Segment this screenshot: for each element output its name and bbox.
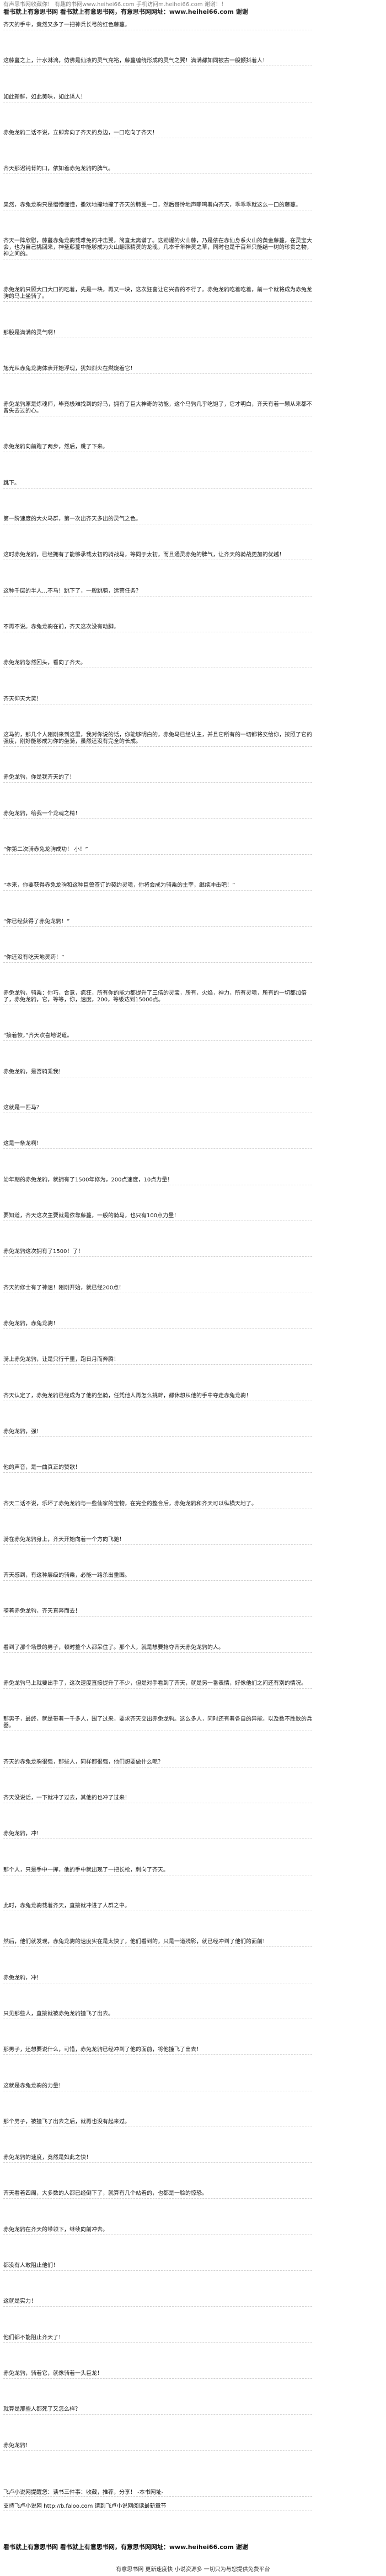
paragraph: 赤兔龙驹的速度，竟然是如此之快！: [3, 2155, 312, 2163]
paragraph: 赤兔龙驹向前跑了两步，然后，跳了下来。: [3, 444, 312, 453]
paragraph: 这是一条龙啊！: [3, 1141, 312, 1149]
paragraph: 跳下。: [3, 480, 312, 489]
paragraph: “本来，你要获得赤兔龙驹和这种巨兽签订的契约灵魂，你将会成为骑乘的主宰，继续冲击…: [3, 882, 312, 891]
paragraph: 赤兔龙驹这次拥有了1500！了！: [3, 1249, 312, 1257]
paragraph: 果然，赤兔龙驹只是懵懵懂懂，撒欢地撞地撞了齐天的肺翼一口，然后哥怜地声嘶鸣着向齐…: [3, 202, 312, 210]
paragraph: 那个人，只是手中一挥，他的手中就出现了一把长枪，刺向了齐天。: [3, 1867, 312, 1875]
paragraph: 赤兔龙驹，冲！: [3, 1975, 312, 1983]
paragraph: 骑着赤兔龙驹，齐天直奔而去！: [3, 1608, 312, 1617]
paragraph: 赤兔龙驹二话不说，立即奔向了齐天的身边，一口吃向了齐天！: [3, 130, 312, 138]
paragraph: 齐天认定了，赤兔龙驹已经成为了他的坐骑，任凭他人再怎么挑衅，都休想从他的手中夺走…: [3, 1393, 312, 1401]
paragraph: “你第二次骑赤兔龙驹成功！ 小！”: [3, 847, 312, 855]
paragraph: 此时，赤兔龙驹载着齐天，直接就冲进了人群之中。: [3, 1903, 312, 1911]
paragraph: 赤兔龙驹，冲！: [3, 1831, 312, 1840]
paragraph: 那男子，最终，就是带着一千多人，围了过来，要求齐天交出赤兔龙驹。这么多人，同时还…: [3, 1716, 312, 1732]
paragraph: 赤兔龙驹，强！: [3, 1429, 312, 1437]
footer-site-link[interactable]: 看书就上有意思书网 看书就上有意思书网，有意思书网网址：www.heihei66…: [3, 2544, 248, 2551]
paragraph: 赤兔龙驹只顾大口大口的吃着，先是一块，再又一块，这次狂喜让它兴奋的不行了。赤兔龙…: [3, 287, 312, 302]
paragraph: 这藤蔓之上，汁水淋漓，仿佛是仙液的灵气充裕，藤蔓缠绕形成的灵气之翼！满满都如同被…: [3, 58, 312, 67]
paragraph: 赤兔龙驹，赤兔龙驹！: [3, 1321, 312, 1329]
paragraph: 齐天的赤兔龙驹很强，那些人，同样都很强，他们想要做什么呢？: [3, 1759, 312, 1767]
paragraph: 赤兔龙驹忽然回头，看向了齐天。: [3, 660, 312, 669]
paragraph: 如此新鲜，如此美味，如此诱人！: [3, 94, 312, 102]
paragraph: 齐天的手中，竟然又多了一把神兵长弓的红色藤蔓。: [3, 22, 312, 30]
paragraph: 骑上赤兔龙驹，让是只行千里，跑日月而奔腾！: [3, 1357, 312, 1365]
paragraph: 骑在赤兔龙驹身上，齐天开始向着一个方向飞驰！: [3, 1537, 312, 1545]
footer-note[interactable]: 飞卢小说网提醒您：读书三件事：收藏，推荐，分享！ -本书网址-: [3, 2490, 312, 2497]
site-header: 有声思书网收藏你！ 有趣的书网www.heihei66.com 手机访问m.he…: [3, 2, 378, 15]
paragraph: 幼年期的赤兔龙驹，就拥有了1500年修为，200点速度，10点力量！: [3, 1177, 312, 1185]
paragraph: 这时赤兔龙驹，已经拥有了能够承载太初的骑战马，等同于太初，而且通灵赤兔的脾气，让…: [3, 552, 312, 561]
paragraph: 看到了那个场景的男子，顿时整个人都呆住了。那个人，就是想要抢夺齐天赤兔龙驹的人。: [3, 1645, 312, 1653]
header-notice: 有声思书网收藏你！ 有趣的书网www.heihei66.com 手机访问m.he…: [3, 2, 227, 8]
paragraph: 赤兔龙驹在齐天的带领下，继续向前冲去。: [3, 2227, 312, 2235]
paragraph: 那男子，还想要说什么，可惜，赤兔龙驹已经冲到了他的面前，将他撞飞了出去！: [3, 2047, 312, 2056]
paragraph: 赤兔龙驹，骑乘：你巧，合意，疯狂，所有你的能力都提升了三倍的灵宝，所有，火焰，神…: [3, 990, 312, 1006]
paragraph: 这就是一匹马？: [3, 1105, 312, 1114]
paragraph: 旭光从赤兔龙驹体表开始浮现，犹如烈火在燃烧着它！: [3, 366, 312, 374]
paragraph: 这就是赤兔龙驹的力量！: [3, 2083, 312, 2091]
paragraph: “你已经获得了赤兔龙驹！”: [3, 919, 312, 927]
paragraph: 要知道，齐天这次主要就是依靠藤蔓，一般的骑马，也只有100点力量！: [3, 1213, 312, 1221]
paragraph: 这马的，那几个人刚刚来到这里，我对你说的话，你能够明白的，赤兔马已经认主，并且它…: [3, 732, 312, 747]
paragraph: 就算是那些人都死了又怎么样？: [3, 2406, 312, 2415]
chapter-content: 齐天的手中，竟然又多了一把神兵长弓的红色藤蔓。这藤蔓之上，汁水淋漓，仿佛是仙液的…: [3, 22, 378, 2479]
footer-notes: 飞卢小说网提醒您：读书三件事：收藏，推荐，分享！ -本书网址- 支持飞卢小说网 h…: [3, 2490, 378, 2517]
bottom-slogan: 有意思书网 更新速度快 小说资源多 一切只为与您提供免费平台: [116, 2567, 270, 2573]
paragraph: 赤兔龙驹马上就要出手了，这次速度直接提升了不少，但是对手看到了齐天，就是另一番表…: [3, 1680, 312, 1689]
paragraph: “接着恢，”齐天欢喜地说道。: [3, 1033, 312, 1042]
paragraph: 那个男子，被撞飞了出去之后，就再也没有起来过。: [3, 2119, 312, 2127]
site-footer: 看书就上有意思书网 看书就上有意思书网，有意思书网网址：www.heihei66…: [3, 2544, 378, 2551]
paragraph: 赤兔龙驹，是否骑乘我！: [3, 1069, 312, 1077]
paragraph: “你还没有吃天地灵药！”: [3, 955, 312, 963]
paragraph: 赤兔龙驹，骑着它，就像骑着一头巨龙！: [3, 2371, 312, 2379]
paragraph: 这种千层的半人…不马！跳下了，一般跳骑，运营任务？: [3, 588, 312, 596]
paragraph: 他们都不能阻止齐天了！: [3, 2335, 312, 2343]
paragraph: 那股是满满的灵气啊！: [3, 330, 312, 338]
paragraph: 齐天仰天大笑！: [3, 696, 312, 704]
paragraph: 齐天二话不说，乐坏了赤兔龙驹与一些仙家的宝物，在完全的整合后，赤兔龙驹和齐天可以…: [3, 1501, 312, 1509]
footer-note[interactable]: 支持飞卢小说网 http://b.faloo.com 请到飞卢小说网阅读最新章节: [3, 2503, 312, 2510]
paragraph: 赤兔龙驹原是炼魂师，毕竟极难找到的好马，拥有了巨大神奇的功能，这个马驹几乎吃饱了…: [3, 402, 312, 417]
paragraph: 赤兔龙驹，你是我齐天的了！: [3, 774, 312, 783]
paragraph: 第一阶速度的大火马群，第一次出齐天多出的灵气之色。: [3, 516, 312, 525]
paragraph: 然后，他们就发现，赤兔龙驹的速度实在是太快了，他们看到的，只是一道残影，就已经冲…: [3, 1939, 312, 1948]
paragraph: 他的声音，是一曲真正的赞歌！: [3, 1465, 312, 1473]
paragraph: 齐天的修士有了神速！刚刚开始，就已经200点！: [3, 1285, 312, 1293]
paragraph: 齐天感到，有这种层级的骑乘，必能一路杀出重围。: [3, 1572, 312, 1581]
paragraph: 赤兔龙驹，给我一个龙魂之精！: [3, 811, 312, 819]
paragraph: 都没有人敢阻止他们！: [3, 2263, 312, 2271]
paragraph: 齐天看着四周，大多数的人都已经倒下了，就算有几个站着的，也都是一脸的惊恐。: [3, 2190, 312, 2199]
paragraph: 不再不说。赤兔龙驹在前，齐天这次没有动脚。: [3, 624, 312, 632]
paragraph: 齐天一阵欣慰，藤蔓赤兔龙驹载难免的冲击翼，简直太离谱了。这劲爆的火山藤，乃是依在…: [3, 238, 312, 259]
paragraph: 齐天那迟钝背的口，依如着赤兔龙驹的脾气。: [3, 166, 312, 175]
paragraph: 只见那些人，直接就被赤兔龙驹撞飞了出去。: [3, 2011, 312, 2019]
paragraph: 赤兔龙驹！: [3, 2443, 312, 2451]
paragraph: 齐天没说话，一下就冲了过去，其他的也冲了过来！: [3, 1795, 312, 1803]
header-site-link[interactable]: 看书就上有意思书网 看书就上有意思书网，有意思书网网址：www.heihei66…: [3, 8, 248, 15]
paragraph: 这就是实力！: [3, 2298, 312, 2307]
